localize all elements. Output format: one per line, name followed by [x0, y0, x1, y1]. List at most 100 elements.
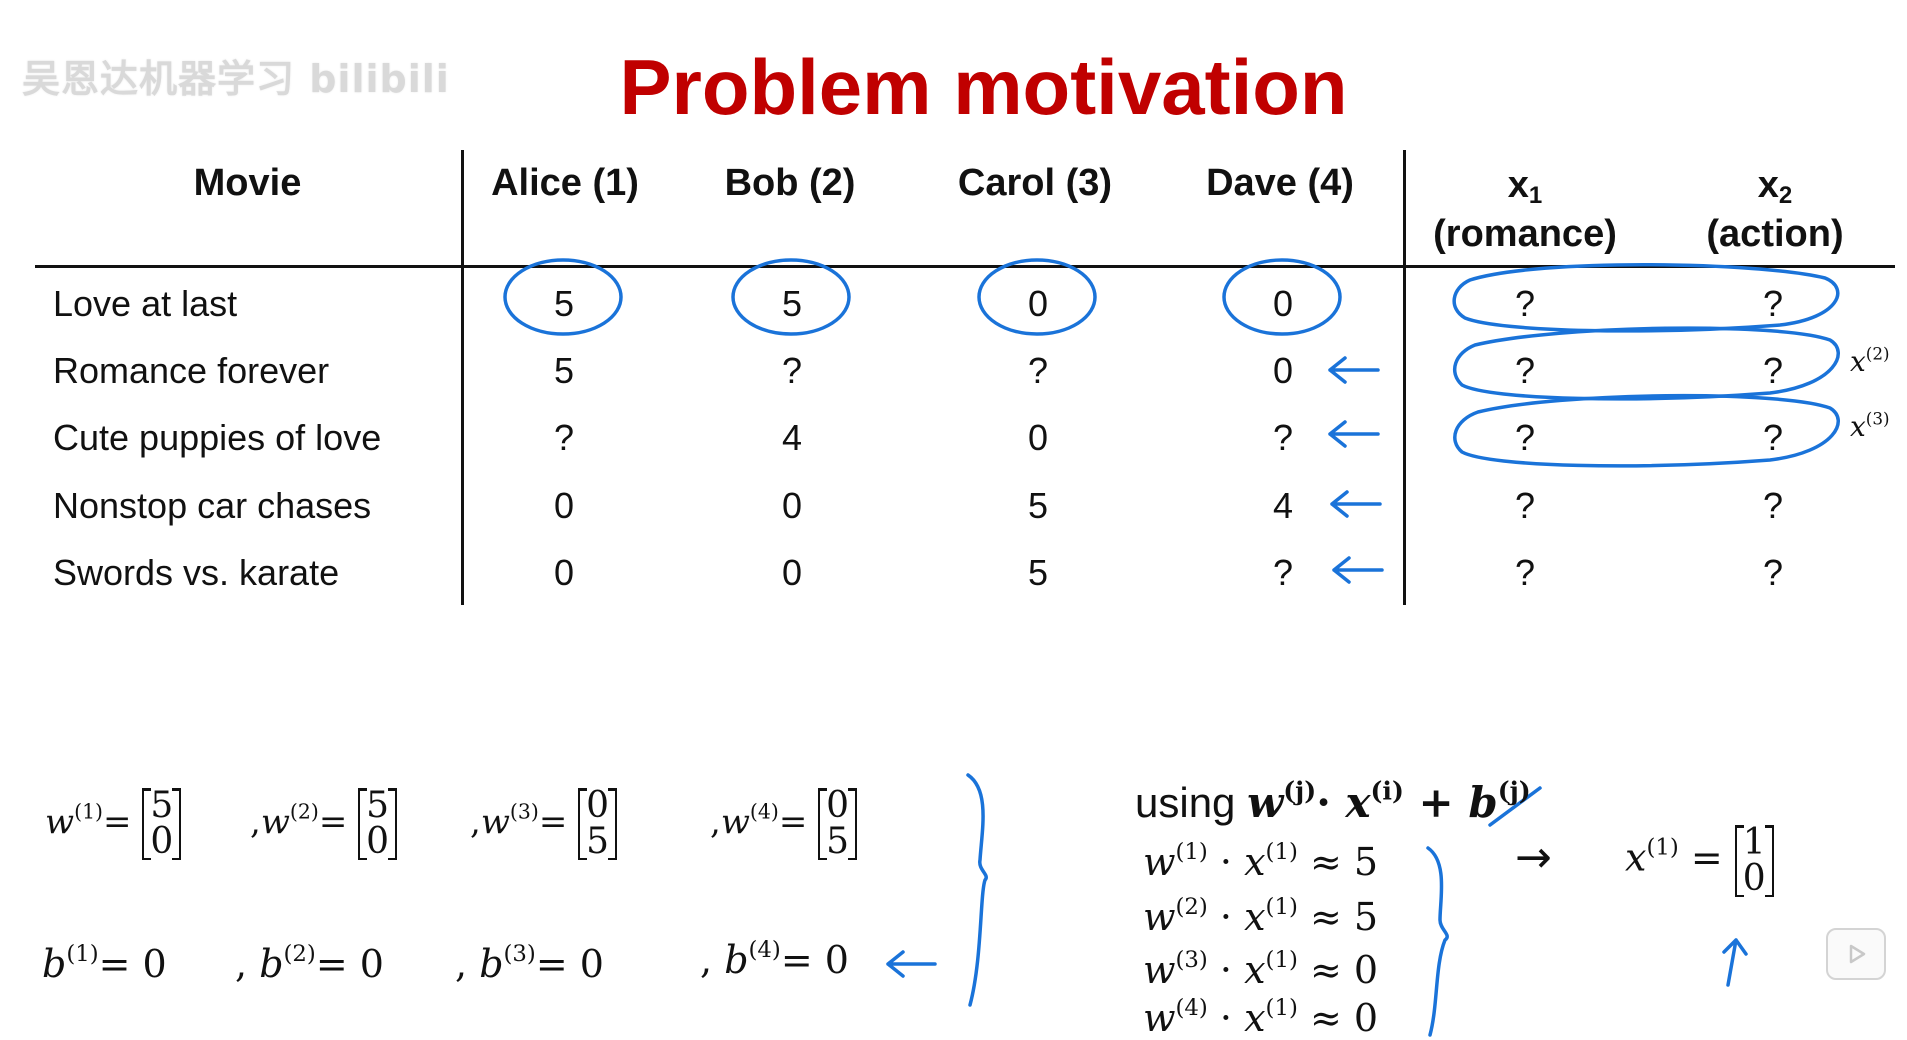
math-rhs: ≈ 5: [1309, 895, 1379, 939]
rating-cell: 0: [553, 552, 575, 593]
page-title: Problem motivation: [619, 43, 1348, 131]
vector-entry: 5: [586, 821, 610, 862]
math-superscript: (1): [74, 799, 103, 824]
ink-loop: [1452, 326, 1840, 401]
vector-entry: 0: [586, 785, 610, 826]
rating-cell: 5: [553, 283, 575, 324]
using-label: using: [1135, 779, 1236, 826]
param-w1: w(1)= 5 0: [45, 788, 182, 862]
math-superscript: (2): [289, 799, 319, 824]
math-symbol: x: [1244, 996, 1266, 1040]
rating-cell: ?: [1272, 552, 1294, 593]
math-superscript: (3): [1865, 408, 1890, 429]
equals-sign: =: [1690, 835, 1723, 880]
dot-operator: ·: [1219, 996, 1233, 1040]
param-w2: ,w(2)= 5 0: [250, 788, 398, 860]
math-superscript: (j): [1497, 775, 1531, 806]
ink-circle: [1222, 258, 1342, 336]
equation-row: w(1) · x(1) ≈ 5: [1143, 840, 1378, 884]
rating-cell: 4: [1272, 485, 1294, 526]
movie-title: Cute puppies of love: [53, 417, 382, 458]
equals-sign: =: [778, 802, 808, 842]
feature-desc: (romance): [1433, 213, 1617, 255]
row-label-x2: x(2): [1850, 345, 1890, 378]
math-superscript: (3): [503, 941, 536, 968]
ink-strike: [1488, 786, 1542, 827]
watermark: 吴恩达机器学习 bilibili: [22, 57, 450, 101]
vector-bracket: 5 0: [142, 788, 182, 862]
result-vector: x(1) = 1 0: [1625, 825, 1774, 897]
separator: ,: [235, 942, 248, 986]
rating-cell: 4: [781, 417, 803, 458]
math-rhs: = 0: [315, 942, 384, 986]
math-symbol: x: [1625, 835, 1647, 880]
math-superscript: (3): [1175, 947, 1208, 974]
play-icon: [1849, 944, 1866, 964]
dot-operator: ·: [1219, 840, 1233, 884]
param-w4: ,w(4)= 0 5: [710, 788, 858, 862]
rating-cell: 5: [553, 350, 575, 391]
math-symbol: x: [1850, 345, 1866, 378]
table-divider-features: [1403, 150, 1406, 605]
vector-bracket: 5 0: [358, 788, 398, 860]
rating-cell: 0: [1272, 350, 1294, 391]
math-superscript: (4): [749, 799, 779, 824]
ink-circle: [503, 258, 623, 336]
feature-cell: ?: [1762, 283, 1784, 324]
header-feature-romance: x1 (romance): [1415, 162, 1635, 259]
feature-cell: ?: [1514, 485, 1536, 526]
math-symbol: b: [724, 938, 749, 982]
vector-entry: 0: [1742, 858, 1766, 899]
vector-bracket: 0 5: [578, 785, 618, 862]
math-symbol: b: [479, 942, 504, 986]
vector-entry: 5: [826, 821, 850, 862]
math-superscript: (1): [1265, 839, 1298, 866]
vector-entry: 0: [150, 821, 174, 862]
header-user-bob: Bob (2): [724, 162, 856, 204]
math-superscript: (1): [1646, 834, 1679, 861]
math-symbol: x: [1244, 948, 1266, 992]
feature-name: x: [1507, 164, 1529, 206]
math-rhs: = 0: [780, 938, 849, 982]
rating-cell: 5: [781, 283, 803, 324]
separator: ,: [470, 802, 481, 842]
math-superscript: (j): [1283, 775, 1317, 806]
math-superscript: (i): [1370, 775, 1404, 806]
header-user-alice: Alice (1): [491, 162, 639, 204]
rating-cell: 0: [553, 485, 575, 526]
using-formula: using w(j)· x(i) + b(j): [1135, 778, 1531, 827]
table-header-rule: [35, 265, 1895, 268]
math-superscript: (1): [66, 941, 99, 968]
math-symbol: w: [480, 802, 510, 842]
math-rhs: ≈ 0: [1309, 996, 1379, 1040]
math-symbol: w: [1143, 895, 1176, 939]
dot-operator: ·: [1316, 778, 1331, 827]
rating-cell: 0: [1272, 283, 1294, 324]
row-label-x3: x(3): [1850, 410, 1890, 443]
rating-cell: 5: [1027, 485, 1049, 526]
header-user-dave: Dave (4): [1206, 162, 1354, 204]
separator: ,: [710, 802, 721, 842]
rating-cell: 5: [1027, 552, 1049, 593]
feature-cell: ?: [1514, 552, 1536, 593]
math-symbol: w: [1143, 996, 1176, 1040]
math-symbol: x: [1244, 895, 1266, 939]
table-divider-movie: [461, 150, 464, 605]
result-arrow: →: [1515, 832, 1552, 883]
param-b1: b(1)= 0: [42, 942, 167, 986]
ink-arrow-left: [1328, 420, 1380, 448]
math-superscript: (2): [1865, 343, 1890, 364]
vector-entry: 1: [1742, 822, 1766, 863]
ink-arrow-left: [886, 950, 937, 978]
player-button[interactable]: [1826, 928, 1886, 980]
separator: ,: [455, 942, 468, 986]
feature-cell: ?: [1762, 417, 1784, 458]
math-symbol: x: [1345, 778, 1371, 827]
ink-brace: [966, 773, 988, 1007]
equals-sign: =: [318, 802, 348, 842]
plus-operator: +: [1418, 778, 1454, 827]
math-superscript: (1): [1175, 839, 1208, 866]
feature-subscript: 1: [1528, 182, 1543, 209]
feature-cell: ?: [1514, 350, 1536, 391]
